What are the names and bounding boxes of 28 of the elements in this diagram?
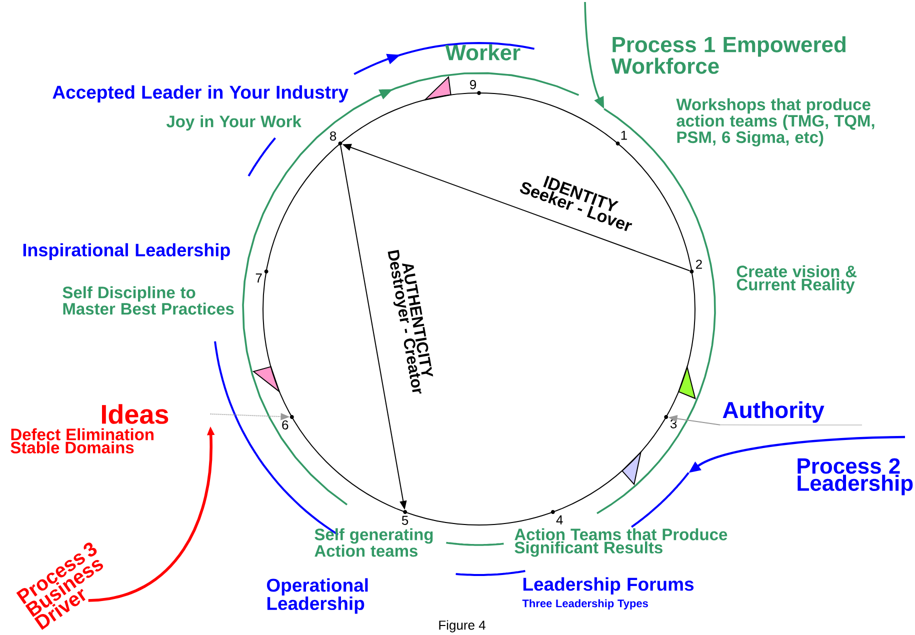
node-label: 7: [256, 274, 262, 282]
numbered-point: 1: [616, 130, 627, 146]
stage-note: Joy in Your Work: [166, 115, 302, 131]
node-label: 2: [696, 260, 702, 269]
node-label: 4: [556, 515, 563, 524]
node-label: 5: [402, 516, 408, 525]
node-label: 1: [621, 130, 627, 140]
caption: Figure 4: [439, 620, 486, 632]
numbered-point: 6: [282, 415, 294, 430]
numbered-point: 5: [402, 510, 408, 525]
numbered-point: 9: [470, 80, 481, 95]
subheading: Three Leadership Types: [522, 599, 648, 610]
stage-note: Workshops that produce action teams (TMG, TQM, PSM, 6 Sigma, etc): [676, 98, 874, 146]
node-label: 8: [330, 131, 336, 141]
authority-heading: Authority: [722, 401, 824, 423]
numbered-point: 8: [330, 131, 342, 146]
stage-note: Create vision & Current Reality: [736, 265, 857, 294]
numbered-point: 2: [690, 260, 702, 274]
stage-note: Action Teams that Produce Significant Results: [514, 528, 728, 557]
ideas-heading: Ideas: [102, 404, 168, 424]
numbered-point: 7: [256, 270, 268, 282]
heading: Process 2 Leadership: [798, 458, 913, 496]
numbered-point: 4: [550, 510, 563, 524]
node-label: 9: [470, 80, 476, 90]
node-label: 6: [282, 420, 288, 430]
note: Defect Elimination Stable Domains: [10, 428, 154, 454]
stage-note: Self generating Action teams: [314, 528, 433, 557]
stage-note: Self Discipline to Master Best Practices: [62, 286, 234, 315]
